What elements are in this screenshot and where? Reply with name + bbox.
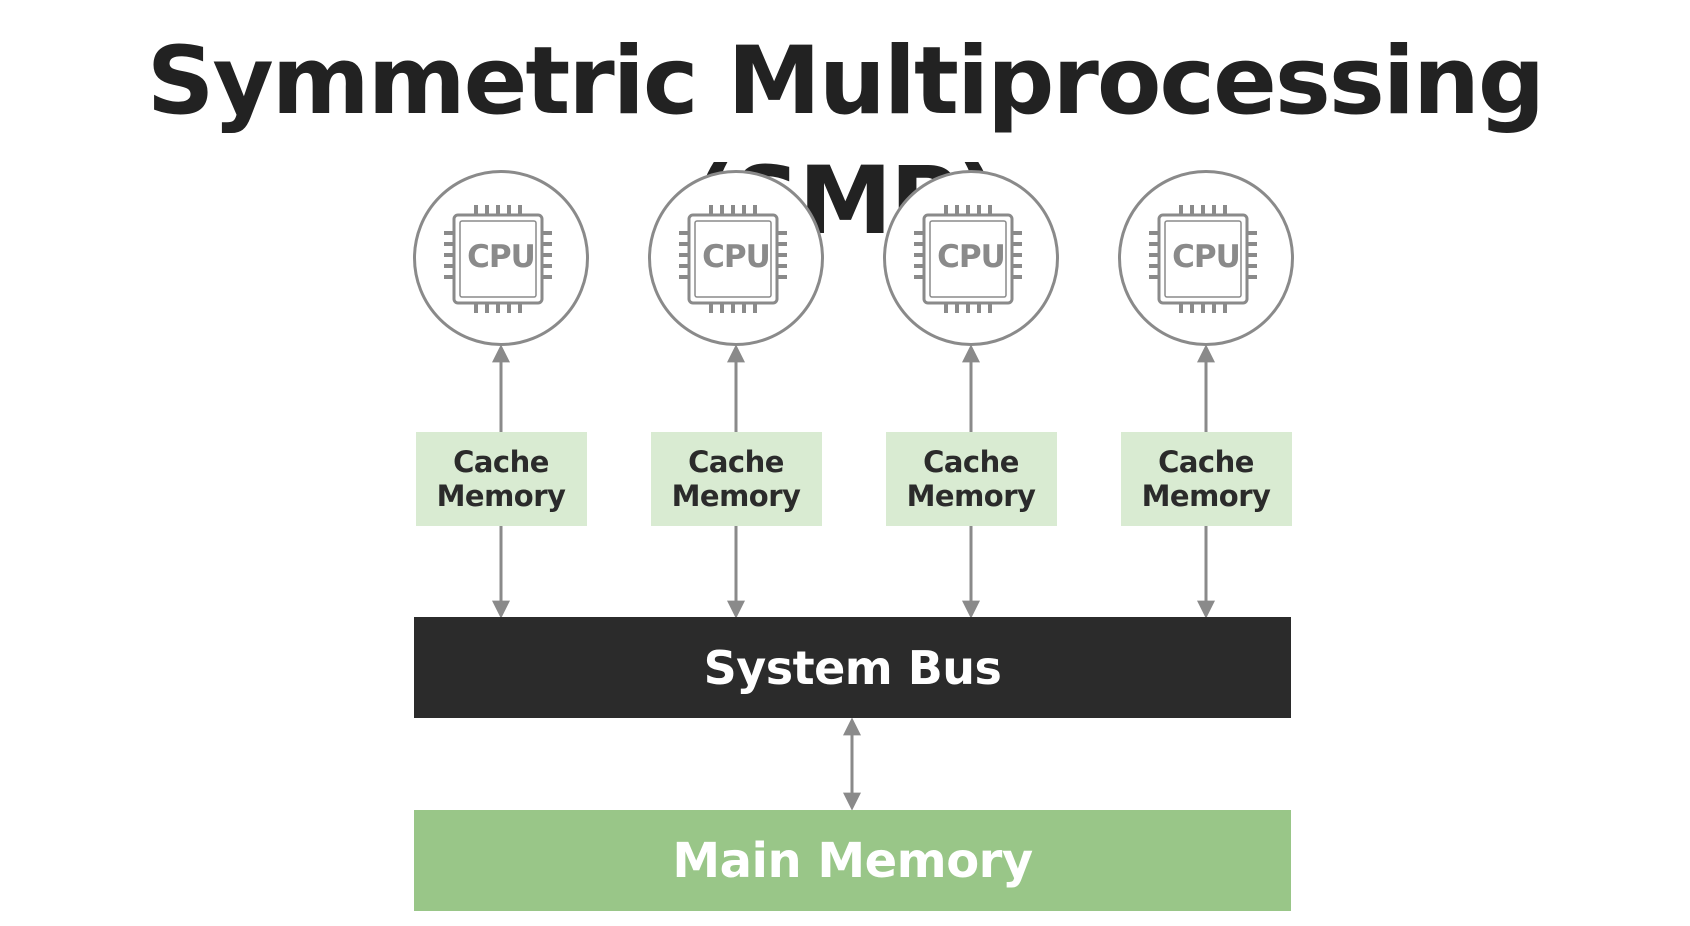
cache-label-line2: Memory xyxy=(671,479,801,513)
cache-label-line1: Cache xyxy=(1158,445,1254,479)
cache-label-line1: Cache xyxy=(453,445,549,479)
cpu-node: CPU xyxy=(413,170,589,346)
cpu-chip-icon xyxy=(1149,205,1257,313)
cache-label-line1: Cache xyxy=(923,445,1019,479)
cache-label-line1: Cache xyxy=(688,445,784,479)
cpu-chip-icon xyxy=(914,205,1022,313)
cpu-chip-icon xyxy=(679,205,787,313)
cpu-label: CPU xyxy=(467,239,536,275)
cache-label-line2: Memory xyxy=(436,479,566,513)
cpu-chip-icon xyxy=(444,205,552,313)
cache-label-line2: Memory xyxy=(906,479,1036,513)
cpu-label: CPU xyxy=(937,239,1006,275)
cpu-node: CPU xyxy=(1118,170,1294,346)
cpu-label: CPU xyxy=(1172,239,1241,275)
cpu-node: CPU xyxy=(883,170,1059,346)
main-memory: Main Memory xyxy=(414,810,1291,911)
system-bus: System Bus xyxy=(414,617,1291,718)
cpu-node: CPU xyxy=(648,170,824,346)
cache-label-line2: Memory xyxy=(1141,479,1271,513)
cpu-label: CPU xyxy=(702,239,771,275)
